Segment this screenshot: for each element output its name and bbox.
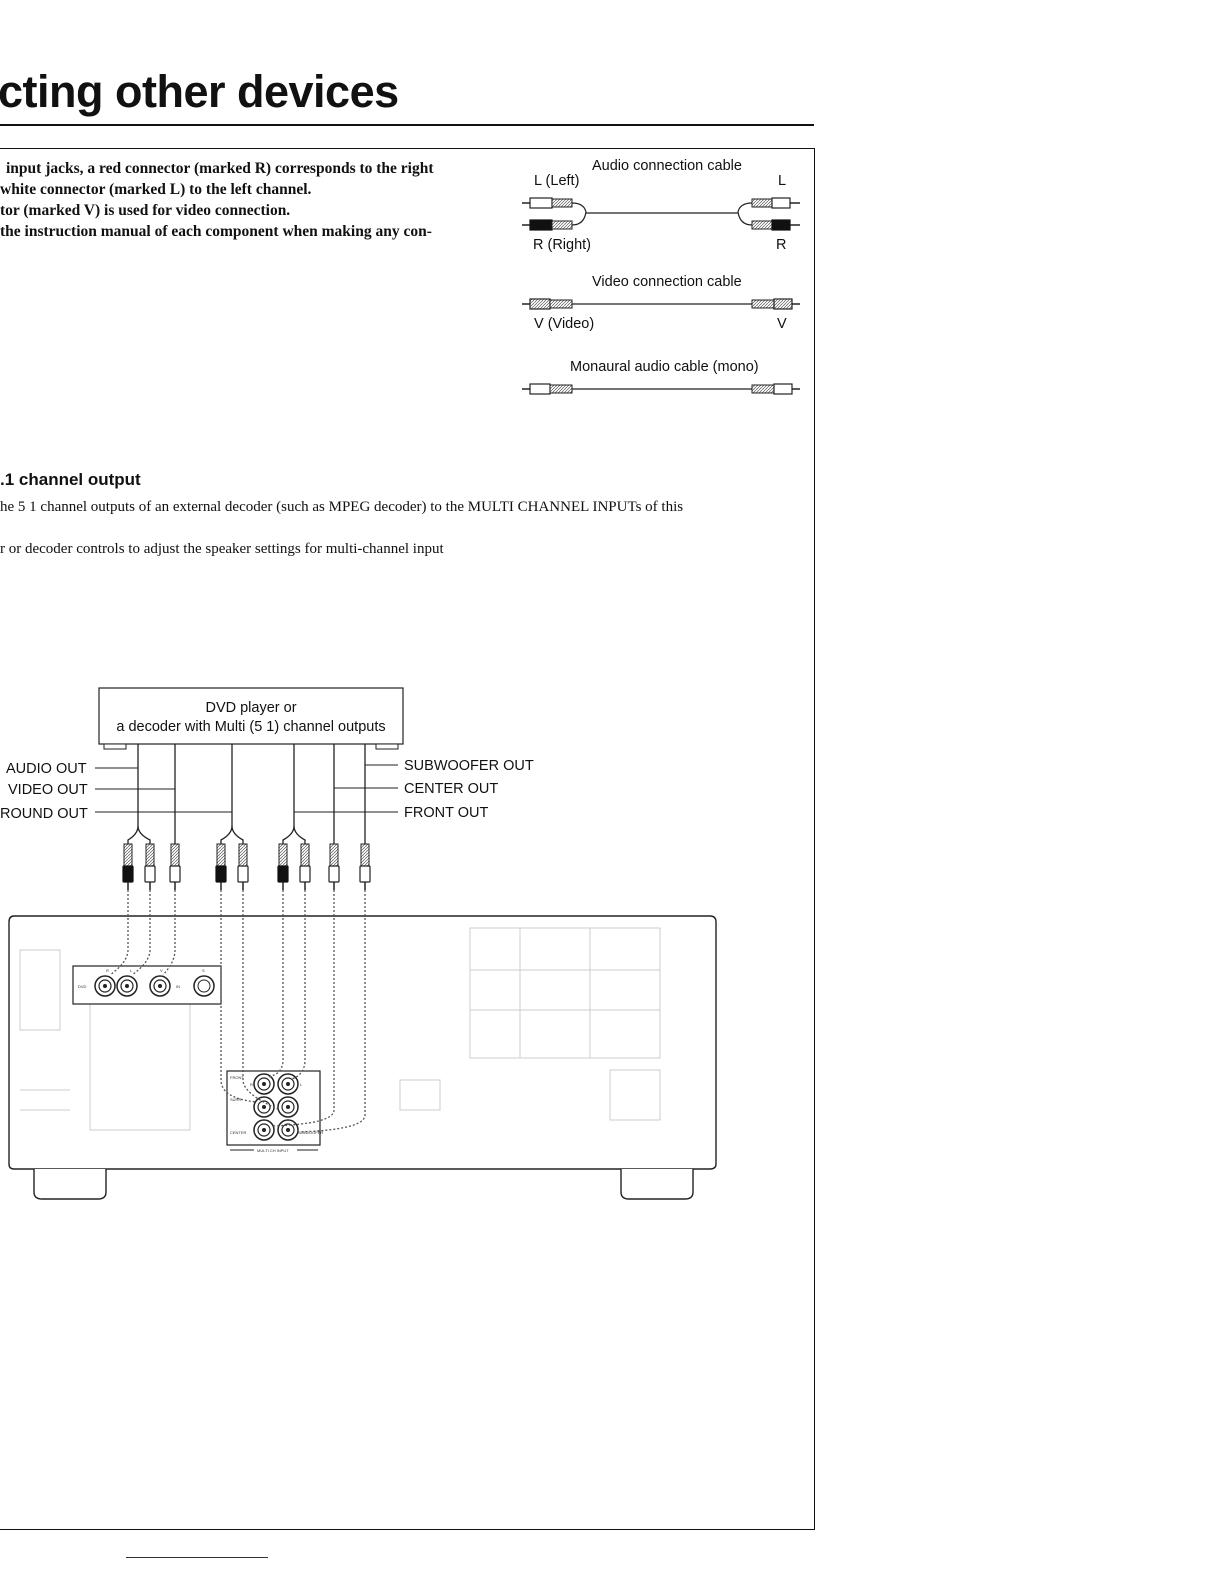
video-right-label: V xyxy=(777,316,787,332)
multi-surround-label: SURR xyxy=(230,1097,241,1102)
title-rule xyxy=(0,124,814,126)
front-out-label: FRONT OUT xyxy=(404,805,488,821)
center-out-label: CENTER OUT xyxy=(404,781,498,797)
multi-front-label: FRONT xyxy=(230,1075,244,1080)
audio-right-label: L xyxy=(778,173,786,189)
mono-cable-title: Monaural audio cable (mono) xyxy=(570,359,759,375)
audio-right-channel-label-end: R xyxy=(776,237,786,253)
audio-cable-title: Audio connection cable xyxy=(592,158,742,174)
multi-ch-input-label: MULTI CH INPUT xyxy=(257,1148,289,1153)
receiver-rear-panel: DVD R L V S IN FRONT SURR CENTER SUBWOOF… xyxy=(8,915,717,1200)
body-text: he 5 1 channel outputs of an external de… xyxy=(0,499,684,515)
rca-plugs xyxy=(122,843,371,891)
note-line: the instruction manual of each component… xyxy=(0,223,432,240)
page-title: cting other devices xyxy=(0,66,399,117)
panel-l-label: L xyxy=(130,968,133,973)
frame-top-border xyxy=(0,148,815,149)
frame-right-border xyxy=(814,148,815,1530)
multi-subwoofer-label: SUBWOOFER xyxy=(297,1130,323,1135)
audio-left-label: L (Left) xyxy=(534,173,579,189)
frame-bottom-border xyxy=(0,1529,815,1530)
output-labels: AUDIO OUT VIDEO OUT ROUND OUT SUBWOOFER … xyxy=(0,758,534,822)
device-name-line1: DVD player or xyxy=(205,700,296,716)
section-title: .1 channel output xyxy=(0,470,141,489)
connection-notes: input jacks, a red connector (marked R) … xyxy=(0,158,500,242)
connection-routes xyxy=(109,890,366,1133)
multi-l-label: L xyxy=(300,1082,303,1087)
note-line: input jacks, a red connector (marked R) … xyxy=(6,160,434,177)
panel-in-label: IN xyxy=(176,984,180,989)
panel-r-label: R xyxy=(106,968,109,973)
surround-out-label: ROUND OUT xyxy=(0,806,88,822)
note-line: tor (marked V) is used for video connect… xyxy=(0,202,291,219)
output-cables xyxy=(127,744,366,844)
panel-dvd-label: DVD xyxy=(78,984,87,989)
audio-cable-illustration: Audio connection cable L (Left) L R (Rig… xyxy=(522,158,800,253)
video-out-label: VIDEO OUT xyxy=(8,782,88,798)
panel-v-label: V xyxy=(160,968,163,973)
mono-cable-illustration: Monaural audio cable (mono) xyxy=(522,359,800,395)
video-cable-title: Video connection cable xyxy=(592,274,742,290)
footer-rule xyxy=(126,1557,268,1558)
note-line: white connector (marked L) to the left c… xyxy=(0,181,312,198)
audio-out-label: AUDIO OUT xyxy=(6,761,87,777)
subwoofer-out-label: SUBWOOFER OUT xyxy=(404,758,534,774)
multi-r-label: R xyxy=(250,1082,253,1087)
dvd-decoder-box: DVD player or a decoder with Multi (5 1)… xyxy=(98,687,404,750)
device-name-line2: a decoder with Multi (5 1) channel outpu… xyxy=(116,719,385,735)
audio-right-channel-label: R (Right) xyxy=(533,237,591,253)
multi-center-label: CENTER xyxy=(230,1130,247,1135)
video-left-label: V (Video) xyxy=(534,316,594,332)
panel-s-label: S xyxy=(202,968,205,973)
video-cable-illustration: Video connection cable V (Video) V xyxy=(522,274,800,332)
body-text: r or decoder controls to adjust the spea… xyxy=(0,541,444,557)
